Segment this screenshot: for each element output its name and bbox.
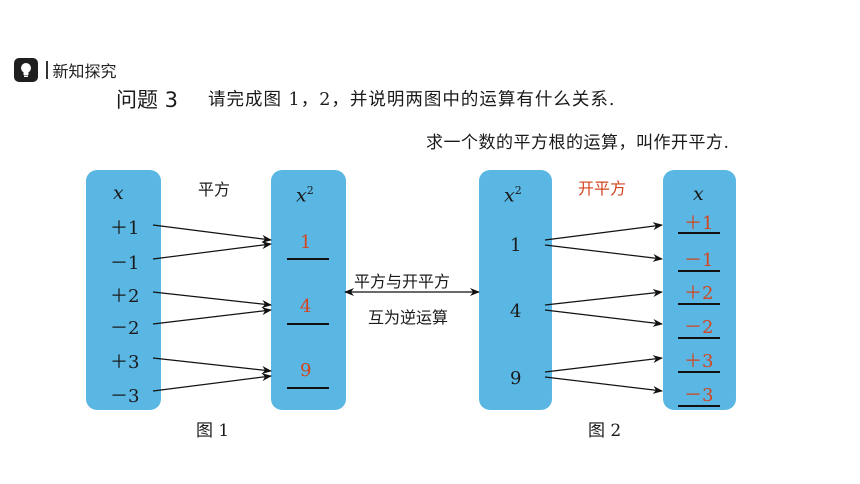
lightbulb-icon bbox=[14, 58, 38, 82]
fig2-arrow bbox=[544, 309, 663, 327]
fig2-answer: ＋1 bbox=[684, 213, 714, 234]
definition-note: 求一个数的平方根的运算，叫作开平方. bbox=[426, 133, 730, 153]
fig2-range-panel bbox=[663, 170, 736, 410]
fig1-arrow bbox=[152, 224, 272, 243]
fig1-caption: 图 1 bbox=[196, 421, 230, 441]
fig1-left-item: －2 bbox=[110, 318, 140, 339]
fig2-arrow bbox=[544, 244, 663, 262]
fig1-answer: 9 bbox=[300, 360, 312, 381]
fig2-answer: ＋2 bbox=[684, 283, 714, 304]
fig2-answer: －1 bbox=[684, 250, 714, 271]
fig2-answer: －3 bbox=[684, 385, 714, 406]
fig1-left-item: ＋2 bbox=[110, 286, 140, 307]
answer-blank-line bbox=[678, 337, 720, 339]
answer-blank-line bbox=[678, 371, 720, 373]
fig1-range-panel bbox=[271, 170, 346, 410]
fig1-arrow bbox=[152, 357, 272, 374]
relation-line1: 平方与开平方 bbox=[354, 272, 451, 291]
fig1-left-item: ＋3 bbox=[110, 352, 140, 373]
fig1-left-item: ＋1 bbox=[110, 218, 140, 239]
fig2-answer: ＋3 bbox=[684, 351, 714, 372]
fig2-left-header: x2 bbox=[504, 184, 522, 207]
answer-blank-line bbox=[678, 303, 720, 305]
fig1-left-header: x bbox=[113, 182, 124, 204]
answer-blank-line bbox=[678, 232, 720, 234]
answer-blank-line bbox=[287, 323, 329, 325]
fig2-arrow bbox=[544, 289, 663, 306]
fig2-left-item: 1 bbox=[510, 235, 522, 256]
fig2-op-label: 开平方 bbox=[578, 179, 627, 198]
fig1-arrow bbox=[152, 291, 272, 308]
fig2-right-header: x bbox=[693, 183, 704, 205]
fig1-op-label: 平方 bbox=[198, 180, 231, 199]
section-tag: 新知探究 bbox=[14, 56, 117, 84]
fig2-caption: 图 2 bbox=[588, 421, 622, 441]
answer-blank-line bbox=[287, 258, 329, 260]
answer-blank-line bbox=[287, 387, 329, 389]
answer-blank-line bbox=[678, 270, 720, 272]
fig1-answer: 4 bbox=[300, 296, 312, 317]
question-title: 问题 3 bbox=[116, 88, 179, 112]
fig2-arrow bbox=[544, 376, 663, 394]
section-label: 新知探究 bbox=[52, 62, 117, 81]
tag-divider bbox=[46, 61, 48, 79]
fig2-left-item: 9 bbox=[510, 368, 522, 389]
fig1-left-item: －3 bbox=[110, 386, 140, 407]
fig1-arrow bbox=[152, 241, 272, 260]
fig2-domain-panel bbox=[479, 170, 552, 410]
fig1-right-header: x2 bbox=[296, 184, 314, 207]
fig1-answer: 1 bbox=[300, 232, 312, 253]
relation-line2: 互为逆运算 bbox=[368, 308, 449, 327]
fig2-arrow bbox=[544, 222, 663, 241]
fig2-arrow bbox=[544, 355, 663, 373]
fig2-answer: －2 bbox=[684, 317, 714, 338]
fig2-left-item: 4 bbox=[510, 301, 522, 322]
fig1-left-item: －1 bbox=[110, 253, 140, 274]
fig1-arrow bbox=[152, 373, 272, 392]
question-text: 请完成图 1，2，并说明两图中的运算有什么关系. bbox=[208, 90, 616, 110]
fig1-arrow bbox=[152, 307, 272, 325]
answer-blank-line bbox=[678, 405, 720, 407]
fig1-domain-panel bbox=[86, 170, 161, 410]
